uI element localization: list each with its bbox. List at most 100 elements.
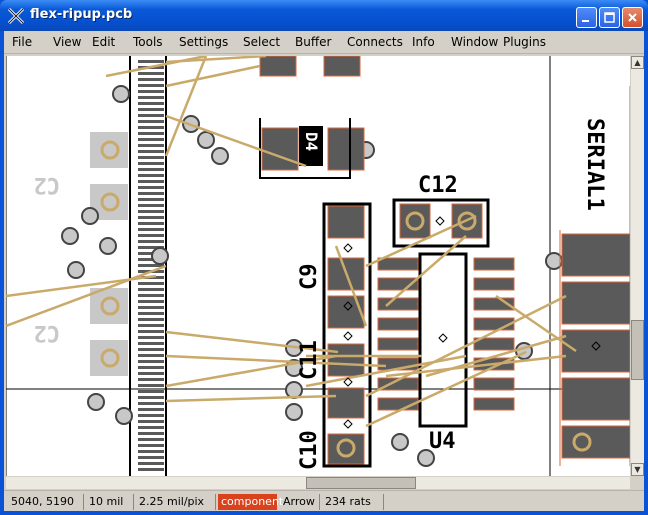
menu-file[interactable]: File — [12, 35, 33, 49]
edge-finger — [138, 156, 164, 159]
edge-finger — [138, 336, 164, 339]
label-u4: U4 — [429, 429, 456, 454]
minimize-button[interactable] — [576, 7, 597, 28]
status-grid: 10 mil — [86, 494, 134, 510]
u4-pin — [473, 337, 515, 351]
label-c2-bottom: C2 — [34, 320, 61, 345]
u4-pin — [377, 377, 419, 391]
menu-buffer[interactable]: Buffer — [295, 35, 332, 49]
menu-select[interactable]: Select — [243, 35, 281, 49]
scroll-up-arrow-icon[interactable]: ▲ — [631, 56, 644, 69]
edge-finger — [138, 222, 164, 225]
u4-pin — [473, 257, 515, 271]
edge-finger — [138, 318, 164, 321]
edge-finger — [138, 288, 164, 291]
edge-finger — [138, 180, 164, 183]
edge-finger — [138, 72, 164, 75]
label-c9: C9 — [297, 264, 322, 291]
u4-component — [377, 252, 515, 428]
edge-finger — [138, 174, 164, 177]
edge-finger — [138, 366, 164, 369]
edge-finger — [138, 204, 164, 207]
status-rats: 234 rats — [322, 494, 384, 510]
edge-finger — [138, 300, 164, 303]
c12-component — [392, 198, 490, 248]
u4-pin — [377, 337, 419, 351]
u4-pin — [377, 257, 419, 271]
edge-finger — [138, 84, 164, 87]
menu-edit[interactable]: Edit — [92, 35, 116, 49]
serial1-connector — [559, 86, 630, 466]
edge-finger — [138, 162, 164, 165]
maximize-button[interactable] — [599, 7, 620, 28]
label-c10: C10 — [297, 430, 322, 470]
edge-finger — [138, 258, 164, 261]
horizontal-scroll-thumb[interactable] — [306, 477, 416, 489]
edge-finger — [138, 234, 164, 237]
silkscreen-labels: C12 U4 C9 C11 C10 D4 SERIAL1 C2 C2 — [34, 118, 608, 470]
window-title: flex-ripup.pcb — [30, 7, 133, 22]
edge-connector — [129, 56, 167, 476]
scroll-down-arrow-icon[interactable]: ▼ — [631, 463, 644, 476]
edge-finger — [138, 468, 164, 471]
edge-finger — [138, 444, 164, 447]
status-mode: Arrow — [280, 494, 320, 510]
edge-finger — [138, 408, 164, 411]
title-bar[interactable]: flex-ripup.pcb — [0, 0, 648, 31]
edge-finger — [138, 330, 164, 333]
menu-settings[interactable]: Settings — [179, 35, 229, 49]
edge-finger — [138, 354, 164, 357]
status-bar: 5040, 5190 10 mil 2.25 mil/pix component… — [4, 490, 644, 511]
u4-pin — [473, 277, 515, 291]
menu-plugins[interactable]: Plugins — [503, 35, 546, 49]
c9-c10-c11-column — [322, 202, 372, 468]
edge-finger — [138, 390, 164, 393]
edge-finger — [138, 192, 164, 195]
pcb-canvas[interactable]: C12 U4 C9 C11 C10 D4 SERIAL1 C2 C2 — [6, 56, 630, 476]
edge-finger — [138, 324, 164, 327]
u4-pin — [377, 317, 419, 331]
menu-view[interactable]: View — [53, 35, 82, 49]
edge-finger — [138, 186, 164, 189]
status-layer: component — [218, 494, 283, 510]
edge-finger — [138, 372, 164, 375]
status-coords: 5040, 5190 — [8, 494, 84, 510]
close-icon — [628, 13, 637, 22]
edge-finger — [138, 348, 164, 351]
edge-finger — [138, 78, 164, 81]
edge-finger — [138, 210, 164, 213]
edge-finger — [138, 150, 164, 153]
edge-finger — [138, 240, 164, 243]
drill-markers — [343, 216, 601, 429]
vertical-scrollbar[interactable]: ▲ ▼ — [631, 56, 644, 476]
label-serial1: SERIAL1 — [582, 118, 607, 211]
edge-finger — [138, 138, 164, 141]
horizontal-scrollbar[interactable] — [6, 477, 630, 489]
edge-finger — [138, 378, 164, 381]
edge-finger — [138, 108, 164, 111]
menu-info[interactable]: Info — [412, 35, 435, 49]
menu-window[interactable]: Window — [451, 35, 499, 49]
edge-finger — [138, 450, 164, 453]
label-c11: C11 — [297, 340, 322, 380]
edge-finger — [138, 168, 164, 171]
edge-finger — [138, 228, 164, 231]
label-c12: C12 — [418, 173, 458, 198]
menu-tools[interactable]: Tools — [133, 35, 163, 49]
edge-finger — [138, 420, 164, 423]
edge-finger — [138, 252, 164, 255]
edge-finger — [138, 102, 164, 105]
edge-finger — [138, 144, 164, 147]
edge-finger — [138, 360, 164, 363]
close-button[interactable] — [622, 7, 643, 28]
edge-finger — [138, 132, 164, 135]
label-c2-top: C2 — [34, 172, 61, 197]
rats-nest — [6, 56, 577, 428]
vertical-scroll-thumb[interactable] — [631, 320, 644, 380]
menu-connects[interactable]: Connects — [347, 35, 403, 49]
d4-component — [259, 56, 365, 179]
minimize-icon — [582, 20, 589, 22]
edge-finger — [138, 198, 164, 201]
edge-finger — [138, 126, 164, 129]
